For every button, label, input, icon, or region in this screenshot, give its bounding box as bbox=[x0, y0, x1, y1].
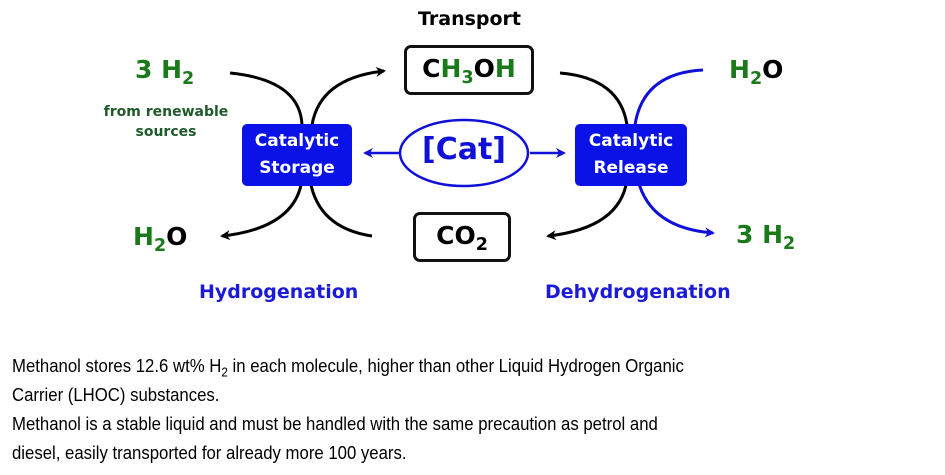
catalyst-ellipse bbox=[398, 118, 530, 188]
h2-output-label: 3 H2 bbox=[736, 220, 795, 253]
hydrogenation-label: Hydrogenation bbox=[199, 281, 359, 303]
co2-box: CO2 bbox=[413, 212, 511, 262]
note-line3: Methanol is a stable liquid and must be … bbox=[12, 414, 658, 434]
co2-sub: 2 bbox=[475, 235, 488, 256]
h2o-input-label: H2O bbox=[729, 55, 784, 88]
renewable-note-line1: from renewable bbox=[103, 104, 229, 120]
renewable-note-line2: sources bbox=[135, 124, 197, 140]
co2-text: CO bbox=[436, 221, 476, 250]
note-line1-pre: Methanol stores 12.6 wt% H bbox=[12, 356, 222, 376]
catalytic-release-line1: Catalytic bbox=[588, 131, 674, 151]
h2o-input-curve bbox=[633, 68, 704, 126]
h2o-o: O bbox=[166, 222, 188, 251]
h2-input-curve bbox=[229, 71, 304, 126]
h2o-in-sub: 2 bbox=[749, 69, 763, 90]
catalytic-release-box: Catalytic Release bbox=[575, 124, 687, 186]
methanol-h: H bbox=[494, 54, 516, 83]
methanol-o: O bbox=[473, 54, 495, 83]
co2-output-arrow bbox=[546, 179, 629, 241]
methanol-h3: H bbox=[440, 54, 462, 83]
h2-out-sub: 2 bbox=[783, 234, 796, 255]
h2-input-label: 3 H2 bbox=[135, 55, 194, 88]
note-line1-post: in each molecule, higher than other Liqu… bbox=[227, 356, 684, 376]
h2o-sub: 2 bbox=[153, 236, 167, 257]
co2-input-curve bbox=[308, 179, 373, 238]
methanol-c: C bbox=[422, 54, 441, 83]
note-line2: Carrier (LHOC) substances. bbox=[12, 385, 220, 405]
h2-output-arrow bbox=[636, 179, 715, 238]
transport-label: Transport bbox=[418, 8, 522, 30]
h2o-output-label: H2O bbox=[133, 222, 188, 255]
h2-coef: 3 H bbox=[135, 55, 183, 84]
notes: Methanol stores 12.6 wt% H2 in each mole… bbox=[12, 352, 923, 468]
renewable-note: from renewable sources bbox=[96, 102, 236, 142]
h2-out-coef: 3 H bbox=[736, 220, 784, 249]
h2o-h: H bbox=[133, 222, 154, 251]
note-line4: diesel, easily transported for already m… bbox=[12, 443, 407, 463]
methanol-sub3: 3 bbox=[461, 68, 474, 89]
dehydrogenation-label: Dehydrogenation bbox=[545, 281, 731, 303]
methanol-box: CH3OH bbox=[404, 45, 534, 95]
catalyst-label: [Cat] bbox=[421, 132, 507, 167]
h2-sub: 2 bbox=[182, 69, 195, 90]
methanol-input-curve bbox=[559, 71, 629, 126]
note-line1-sub: 2 bbox=[221, 365, 228, 380]
methanol-output-arrow bbox=[310, 66, 386, 126]
catalytic-storage-box: Catalytic Storage bbox=[242, 124, 352, 186]
note-line1: Methanol stores 12.6 wt% H2 in each mole… bbox=[12, 352, 923, 381]
h2o-in-h: H bbox=[729, 55, 750, 84]
h2o-in-o: O bbox=[762, 55, 784, 84]
catalytic-release-line2: Release bbox=[593, 158, 669, 178]
catalytic-storage-line2: Storage bbox=[259, 158, 335, 178]
catalytic-storage-line1: Catalytic bbox=[254, 131, 340, 151]
reaction-arrows bbox=[220, 66, 715, 241]
h2o-output-arrow bbox=[220, 179, 304, 241]
